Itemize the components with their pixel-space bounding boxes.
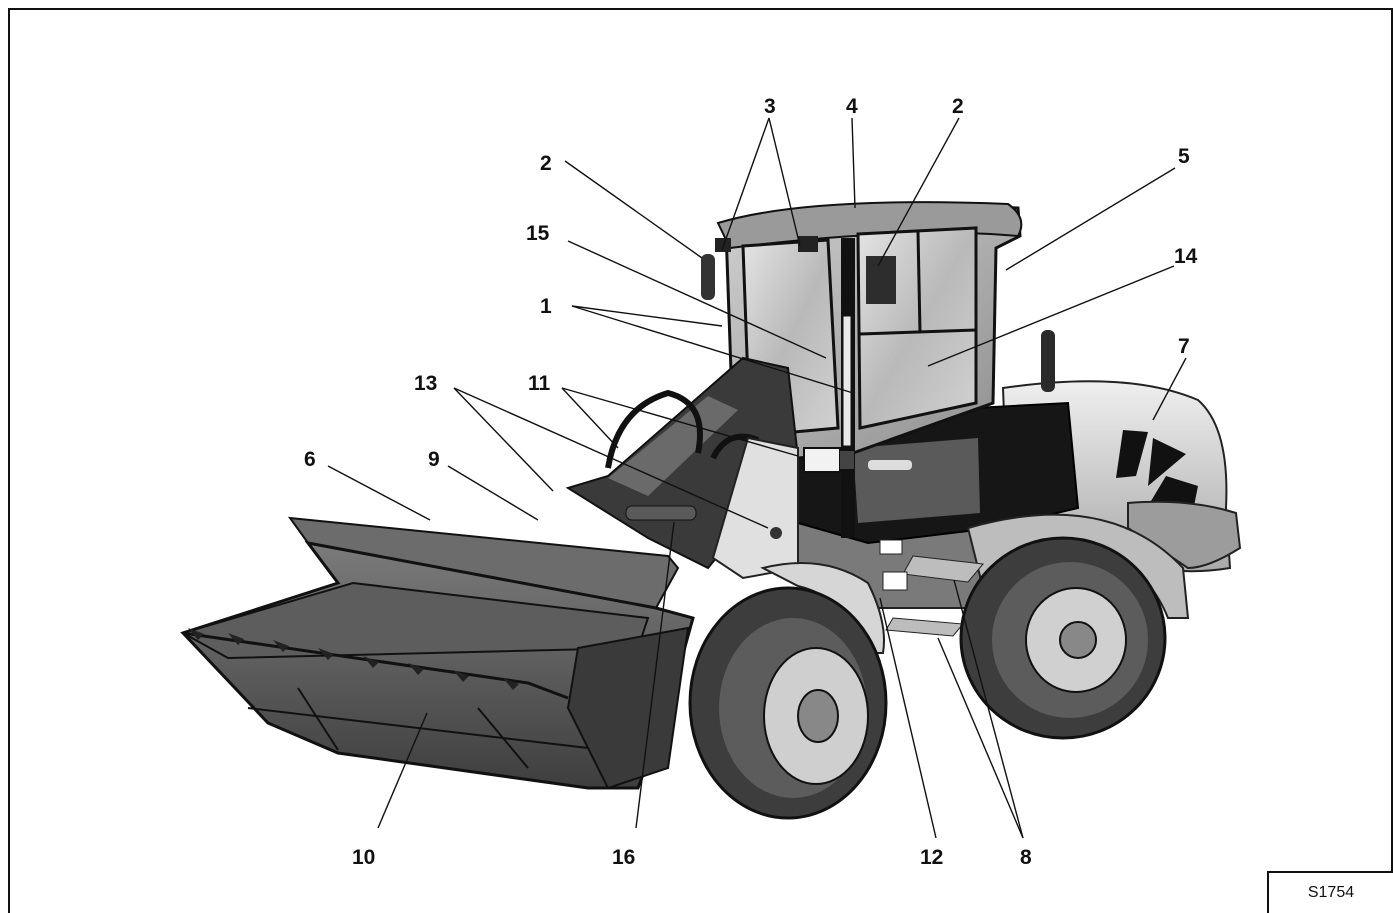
callout-15: 15 — [526, 222, 550, 245]
callout-14: 14 — [1174, 245, 1198, 268]
callout-12: 12 — [920, 846, 943, 869]
callout-numbers: 1 2 2 3 4 5 6 7 8 9 10 11 12 13 14 15 16 — [304, 95, 1198, 869]
callout-6: 6 — [304, 448, 316, 471]
callout-8: 8 — [1020, 846, 1032, 869]
callout-1: 1 — [540, 295, 552, 318]
front-wheel — [688, 586, 888, 820]
callout-2-left: 2 — [540, 152, 552, 175]
callout-7: 7 — [1178, 335, 1190, 358]
figure-frame: 1 2 2 3 4 5 6 7 8 9 10 11 12 13 14 15 16… — [8, 8, 1393, 913]
leader-lines — [327, 117, 1187, 839]
callout-16: 16 — [612, 846, 635, 869]
callout-11: 11 — [528, 372, 551, 395]
frame-border — [8, 8, 1393, 913]
callout-5: 5 — [1178, 145, 1190, 168]
callout-4: 4 — [846, 95, 858, 118]
rear-wheel — [959, 536, 1167, 740]
callout-2-right: 2 — [952, 95, 964, 118]
callout-9: 9 — [428, 448, 440, 471]
callout-10: 10 — [352, 846, 375, 869]
figure-id-label: S1754 — [1267, 871, 1393, 913]
wheel-loader-illustration — [180, 201, 1242, 820]
loader-diagram: 1 2 2 3 4 5 6 7 8 9 10 11 12 13 14 15 16 — [8, 8, 1393, 913]
callout-13: 13 — [414, 372, 437, 395]
callout-3: 3 — [764, 95, 776, 118]
